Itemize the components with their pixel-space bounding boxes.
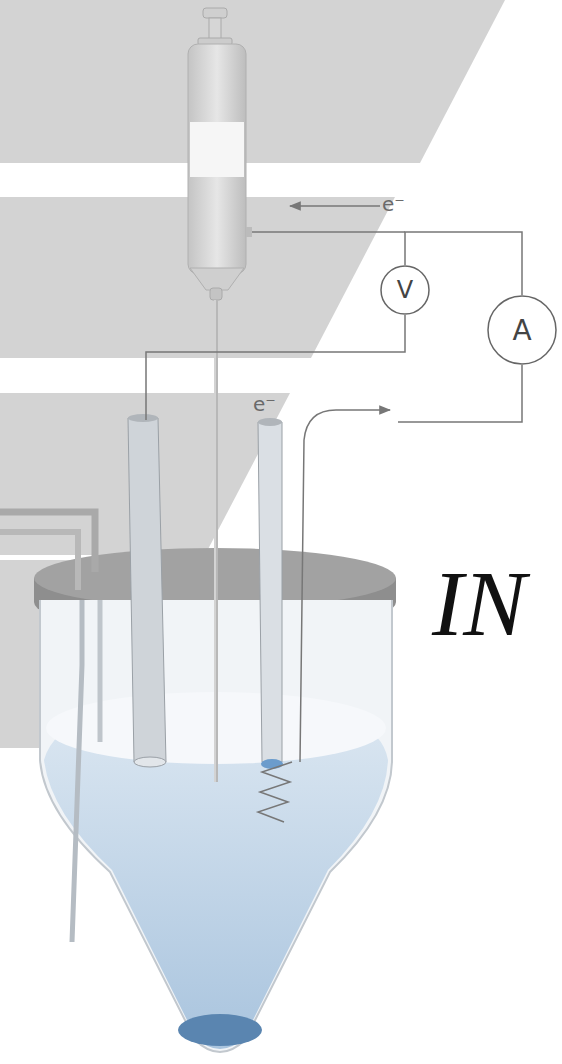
gas-pipe — [98, 600, 103, 742]
syringe — [190, 268, 244, 290]
background-band — [0, 0, 505, 163]
meter-circle: A — [487, 295, 557, 365]
electrode-tube — [128, 418, 166, 762]
electrode-tube — [258, 422, 282, 762]
meter-circle: V — [380, 265, 430, 315]
needle — [214, 300, 218, 782]
syringe — [246, 227, 252, 237]
syringe — [210, 288, 222, 300]
circuit-wire — [146, 315, 405, 420]
electrode-tube — [261, 759, 283, 769]
needle — [215, 300, 216, 782]
gas-pipe — [0, 532, 78, 590]
meter-circle-shape — [381, 266, 429, 314]
electron-label: e⁻ — [382, 194, 405, 214]
electrode-tube — [128, 414, 283, 769]
circuit-wire — [146, 206, 522, 822]
syringe — [203, 8, 227, 18]
title-fragment: IN — [432, 556, 526, 650]
gas-pipe — [72, 600, 82, 942]
syringe — [188, 8, 252, 300]
electrode-tube — [258, 418, 282, 426]
circuit-wire — [300, 410, 390, 762]
circuit-wire — [258, 762, 292, 822]
electrode-tube — [128, 414, 158, 422]
syringe — [209, 18, 221, 40]
gas-pipe — [0, 512, 100, 942]
circuit-wire — [398, 365, 522, 422]
cell-vessel — [178, 1014, 262, 1046]
electron-label: e⁻ — [253, 394, 276, 414]
meter-symbol: V — [380, 265, 430, 315]
circuit-wire — [252, 231, 405, 233]
syringe — [188, 44, 246, 274]
circuit-wire — [405, 232, 522, 295]
meter-circle-shape — [488, 296, 556, 364]
needle — [215, 300, 216, 782]
meter-symbol: A — [487, 295, 557, 365]
syringe — [190, 122, 244, 177]
electrode-tube — [134, 757, 166, 767]
circuit-wire — [290, 205, 380, 207]
